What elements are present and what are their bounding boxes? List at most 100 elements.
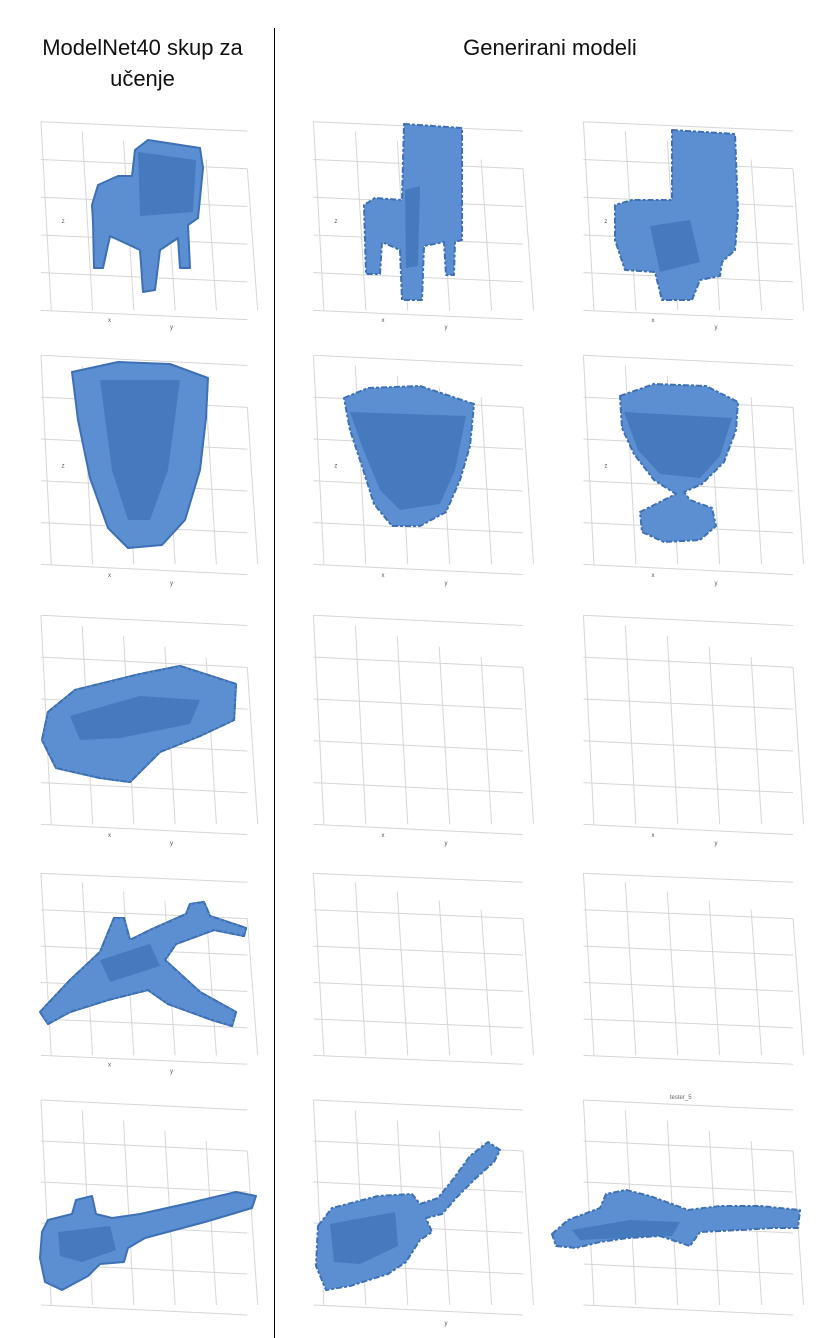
grid-line [313,909,524,920]
grid-line [480,657,493,825]
grid-line [40,782,248,794]
grid-line [480,909,493,1056]
grid-line [583,909,794,920]
cup-model-shading [100,380,180,520]
grid-line [582,1099,595,1306]
grid-line [40,823,248,836]
axis-label-x: x [382,833,385,839]
grid-line [480,397,493,565]
grid-line [792,667,805,825]
plot-gridlines [312,614,535,836]
axis-label-z: z [604,219,607,225]
grid-line [313,698,524,710]
chair-model-shape [614,129,739,301]
grid-line [792,407,805,565]
chair-model-shading [650,220,700,272]
grid-line [522,407,535,565]
axis-label-x: x [382,573,385,579]
grid-line [582,615,595,825]
grid-line [583,823,794,836]
chair-model-shading [405,186,420,268]
axis-label-x: x [652,573,655,579]
grid-line [313,522,524,534]
grid-line [522,667,535,825]
grid-line [583,698,794,710]
grid-line [313,945,524,956]
grid-line [666,636,679,825]
grid-line [396,891,409,1056]
axis-label-x: x [652,318,655,324]
grid-line [583,1140,794,1152]
car-model-shading [70,696,200,740]
axis-label-x: x [108,1062,111,1068]
grid-line [205,159,217,311]
grid-line [708,646,721,825]
axis-label-y: y [170,841,173,847]
grid-line [123,1120,135,1306]
grid-line [313,1304,524,1316]
grid-line [583,656,794,668]
training-set-header: ModelNet40 skup za učenje [42,35,243,91]
grid-line [40,121,248,132]
grid-line [583,121,794,132]
axis-label-x: x [108,573,111,579]
guitar-model-shape [39,1191,257,1291]
grid-line [438,900,451,1056]
axis-label-z: z [604,464,607,470]
grid-line [40,872,248,883]
axis-label-z: z [334,464,337,470]
grid-line [583,1181,794,1193]
grid-line [313,309,524,321]
grid-line [583,782,794,794]
grid-line [246,667,259,825]
axis-label-y: y [714,581,717,587]
axis-label-z: z [62,464,65,470]
grid-line [205,397,217,565]
grid-line [246,168,259,311]
axis-label-z: z [334,219,337,225]
grid-line [583,1263,794,1275]
plot-gridlines [582,614,805,836]
grid-line [750,909,763,1056]
axis-label-x: x [652,833,655,839]
grid-line [438,1130,451,1306]
grid-line [246,1151,259,1306]
grid-line [246,407,259,565]
guitar-model-shading [572,1220,680,1240]
grid-line [583,740,794,752]
grid-line [205,909,217,1056]
grid-line [438,646,451,825]
grid-line [313,1018,524,1029]
cup-model-shading [624,412,732,478]
axis-label-y: y [444,325,447,331]
grid-line [313,872,524,883]
grid-line [708,900,721,1056]
grid-line [313,740,524,752]
grid-line [312,355,325,565]
grid-line [750,159,763,311]
grid-line [40,873,52,1056]
grid-line [582,355,595,565]
grid-line [313,563,524,576]
axis-label-x: x [108,318,111,324]
plot-gridlines [582,872,805,1065]
cup-model-shading [350,412,466,510]
grid-line [313,823,524,836]
grid-line [583,872,794,883]
grid-line [583,1054,794,1065]
axis-label-y: y [170,581,173,587]
grid-line [583,309,794,321]
axis-label-z: z [62,219,65,225]
grid-line [480,159,493,311]
axis-label-x: x [382,318,385,324]
grid-line [40,1099,248,1111]
axis-label-y: y [714,325,717,331]
